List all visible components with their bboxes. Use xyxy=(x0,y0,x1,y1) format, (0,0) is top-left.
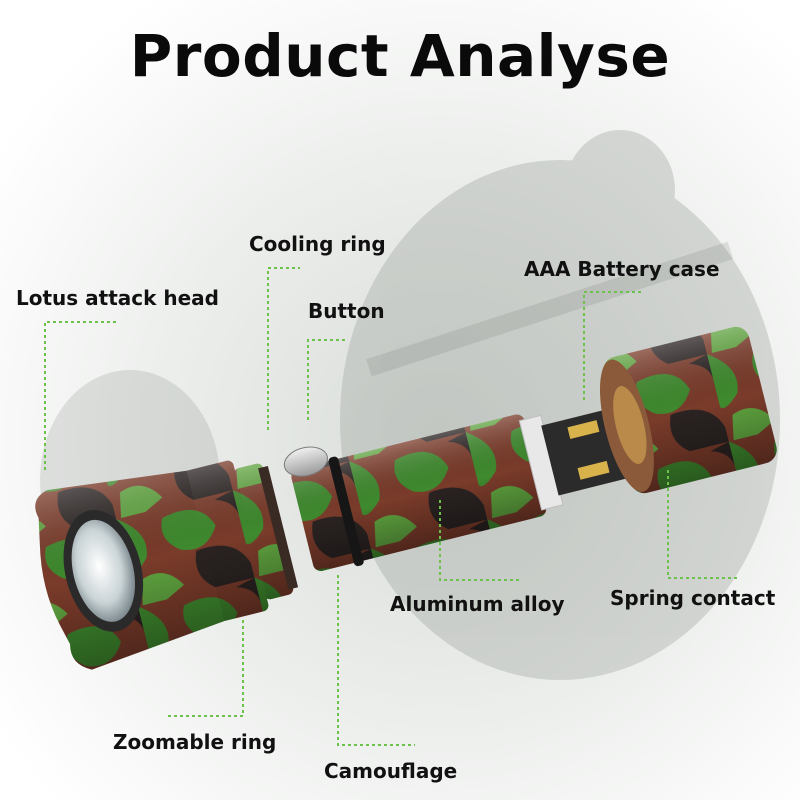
callout-aluminum-alloy: Aluminum alloy xyxy=(390,592,565,616)
callout-spring-contact: Spring contact xyxy=(610,586,776,610)
lotus-head-shape xyxy=(35,470,225,670)
aluminum-body xyxy=(291,414,547,572)
cooling-ring-shape xyxy=(233,463,299,600)
callout-zoomable-ring: Zoomable ring xyxy=(113,730,277,754)
black-o-ring xyxy=(328,456,364,567)
tail-section xyxy=(518,408,627,511)
callout-lotus-attack-head: Lotus attack head xyxy=(16,286,219,310)
button-shape xyxy=(283,446,329,477)
page-title: Product Analyse xyxy=(129,22,671,90)
callout-camouflage: Camouflage xyxy=(324,759,458,783)
battery-case-cap xyxy=(599,326,777,494)
zoomable-ring-shape xyxy=(183,460,269,622)
callout-aaa-battery-case: AAA Battery case xyxy=(524,257,720,281)
callout-cooling-ring: Cooling ring xyxy=(249,232,386,256)
callout-button: Button xyxy=(308,299,385,323)
